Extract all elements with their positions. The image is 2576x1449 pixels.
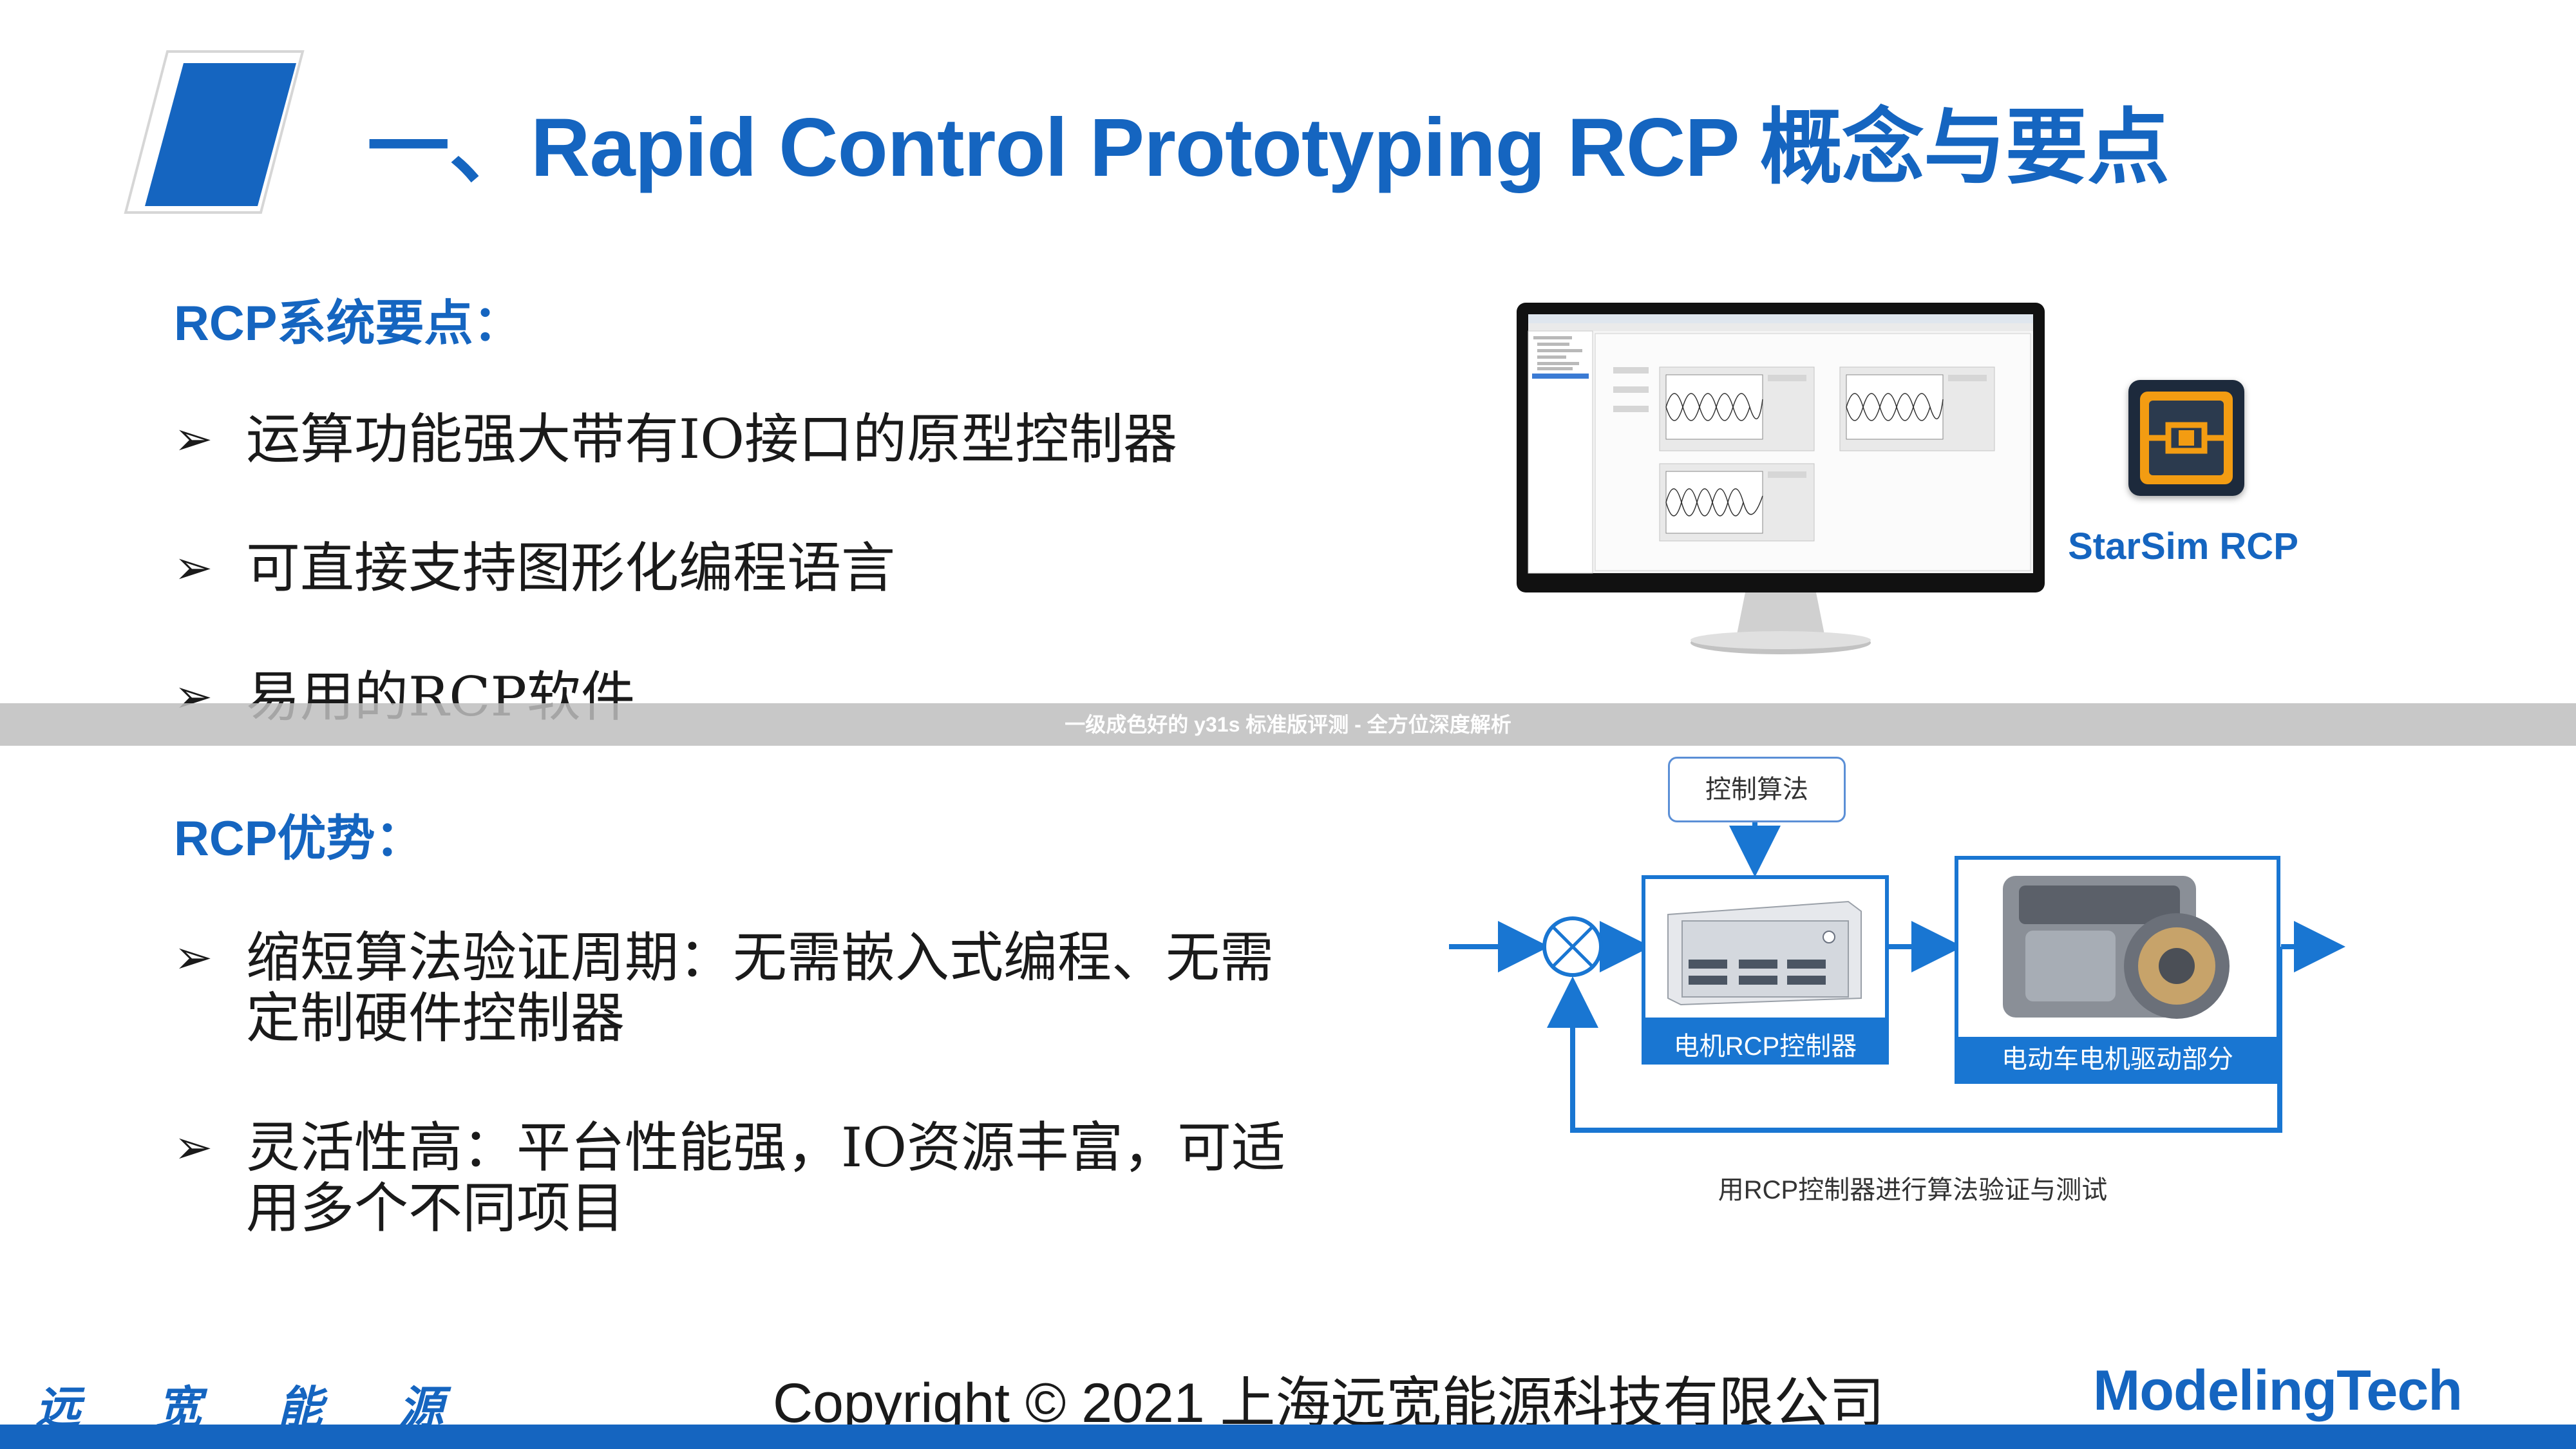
arrow-bullet-icon: ➢	[174, 1122, 213, 1173]
rcp-loop-diagram	[1449, 822, 2345, 1133]
list-item-text: 定制硬件控制器	[246, 987, 625, 1050]
page-title: 一、Rapid Control Prototyping RCP 概念与要点	[367, 102, 2170, 194]
modelingtech-logo: ModelingTech	[2093, 1358, 2463, 1422]
controller-label: 电机RCP控制器	[1673, 1032, 1857, 1061]
arrow-bullet-icon: ➢	[174, 413, 213, 465]
list-item-text: 灵活性高：平台性能强，IO资源丰富，可适	[246, 1116, 1286, 1179]
list-item: ➢ 缩短算法验证周期：无需嵌入式编程、无需 定制硬件控制器	[174, 927, 1333, 1050]
copyright-text: Copyright © 2021 上海远宽能源科技有限公司	[773, 1372, 1885, 1434]
advantages-heading: RCP优势：	[174, 811, 424, 866]
list-item: ➢ 可直接支持图形化编程语言	[174, 538, 1269, 602]
software-monitor-image	[1517, 303, 2045, 654]
arrow-bullet-icon: ➢	[174, 542, 213, 594]
list-item-text: 用多个不同项目	[246, 1177, 625, 1240]
starsim-rcp-app-icon	[2128, 380, 2244, 496]
list-item: ➢ 灵活性高：平台性能强，IO资源丰富，可适 用多个不同项目	[174, 1117, 1333, 1240]
list-item-text: 可直接支持图形化编程语言	[246, 536, 896, 600]
control-algorithm-box: 控制算法	[1668, 757, 1846, 822]
list-item-text: 运算功能强大带有IO接口的原型控制器	[246, 408, 1178, 471]
footer-bar	[0, 1425, 2576, 1449]
watermark-text: 一级成色好的 y31s 标准版评测 - 全方位深度解析	[1065, 713, 1511, 736]
arrow-bullet-icon: ➢	[174, 932, 213, 983]
product-name: StarSim RCP	[2068, 526, 2298, 567]
points-heading: RCP系统要点：	[174, 296, 522, 351]
list-item: ➢ 运算功能强大带有IO接口的原型控制器	[174, 409, 1269, 473]
watermark-bar	[0, 703, 2576, 746]
list-item-text: 缩短算法验证周期：无需嵌入式编程、无需	[246, 926, 1274, 989]
diagram-caption: 用RCP控制器进行算法验证与测试	[1718, 1176, 2108, 1204]
plant-label: 电动车电机驱动部分	[2002, 1045, 2233, 1074]
header-emblem-icon	[124, 50, 305, 214]
